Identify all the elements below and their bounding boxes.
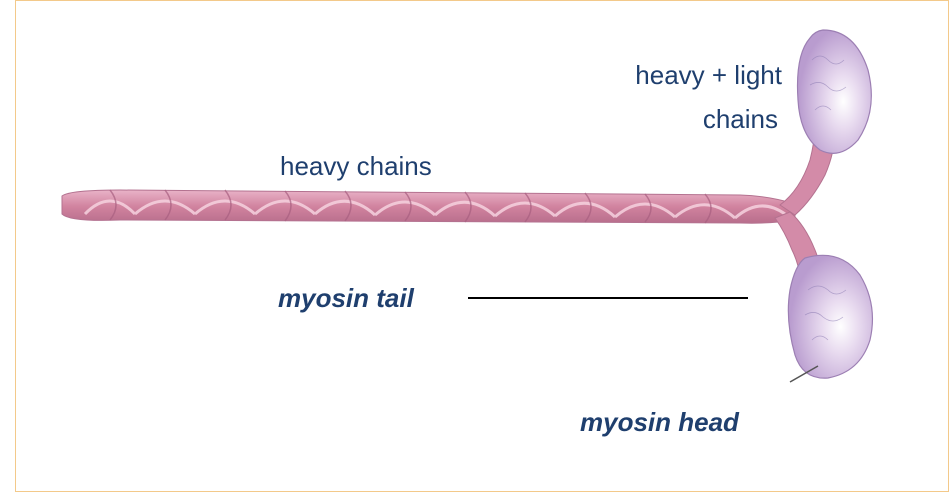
upper-head-shape [798, 30, 872, 153]
myosin-tail-shape [62, 190, 795, 223]
lower-head-shape [788, 255, 872, 378]
myosin-head-label: myosin head [580, 406, 739, 438]
myosin-tail-label: myosin tail [278, 282, 414, 314]
heavy-light-label-line1: heavy + light [560, 59, 782, 91]
tail-pointer-line [468, 297, 748, 299]
heavy-light-label-line2: chains [560, 103, 778, 135]
heavy-chains-label: heavy chains [280, 150, 432, 182]
